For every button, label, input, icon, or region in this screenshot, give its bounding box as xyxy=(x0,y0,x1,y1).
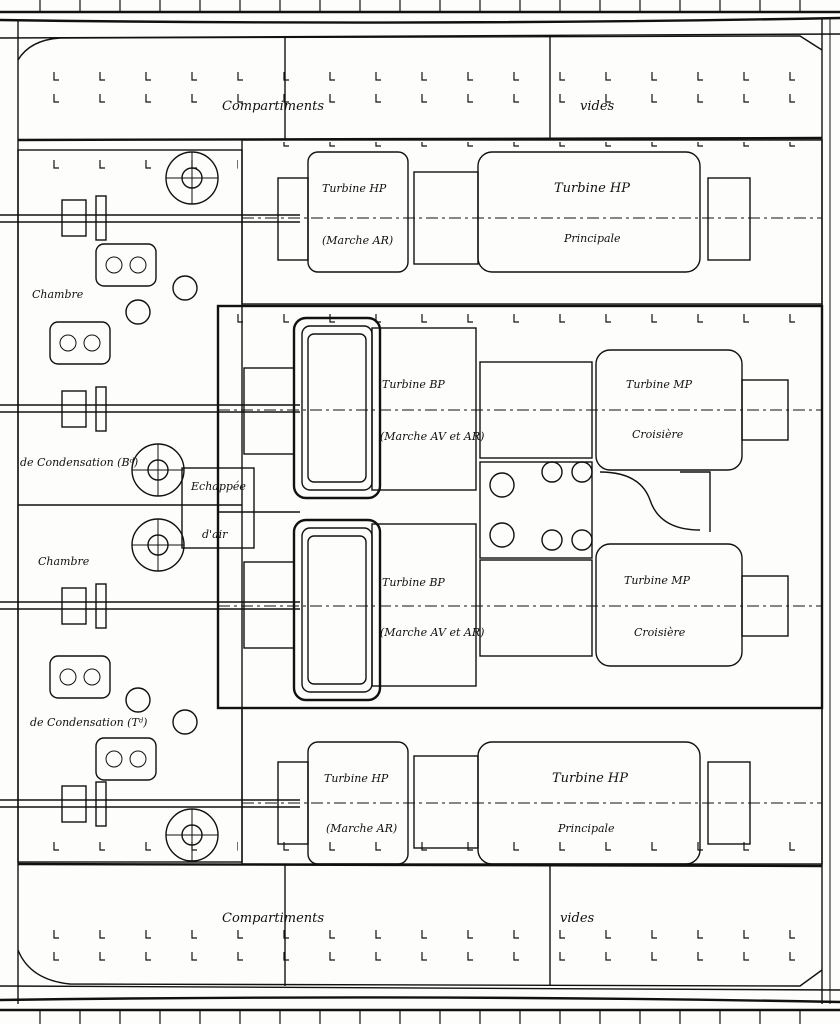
turbine-hp-main-bottom: Turbine HP Principale xyxy=(477,741,701,865)
void-top-label: vides xyxy=(580,99,615,114)
turbine-title: Turbine HP xyxy=(552,771,628,786)
turbine-subtitle: Principale xyxy=(557,822,615,835)
turbine-title: Turbine MP xyxy=(624,574,691,587)
void-compartments-bottom xyxy=(17,862,823,987)
void-compartments-top xyxy=(17,35,823,142)
propeller-shafts xyxy=(0,214,300,808)
turbine-bp-lower: Turbine BP (Marche AV et AR) xyxy=(371,523,484,687)
turbine-subtitle: Principale xyxy=(563,232,621,245)
turbine-mp-lower: Turbine MP Croisière xyxy=(595,543,743,667)
air-exhaust-label-2: d'air xyxy=(202,528,228,541)
turbine-hp-main-top: Turbine HP Principale xyxy=(477,151,701,273)
chamber-lower-label: Chambre xyxy=(38,555,90,568)
void-bottom-label: vides xyxy=(560,911,595,926)
condensation-upper-label: de Condensation (Bᵈ) xyxy=(20,456,138,469)
chamber-upper-label: Chambre xyxy=(32,288,84,301)
turbine-subtitle: (Marche AV et AR) xyxy=(380,626,484,639)
compartments-bottom-label: Compartiments xyxy=(222,911,324,926)
turbine-title: Turbine BP xyxy=(382,576,445,589)
turbine-subtitle: (Marche AR) xyxy=(326,822,397,835)
turbine-title: Turbine HP xyxy=(322,182,387,195)
central-turbine-room xyxy=(216,304,824,710)
condenser-chamber-block xyxy=(17,149,243,863)
air-pumps xyxy=(49,243,198,781)
turbine-subtitle: (Marche AR) xyxy=(322,234,393,247)
turbine-subtitle: Croisière xyxy=(632,428,684,441)
turbine-hp-reverse-top: Turbine HP (Marche AR) xyxy=(307,151,409,273)
turbine-title: Turbine BP xyxy=(382,378,445,391)
turbine-mp-upper: Turbine MP Croisière xyxy=(595,349,743,471)
turbine-subtitle: (Marche AV et AR) xyxy=(380,430,484,443)
condensation-lower-label: de Condensation (Tᵈ) xyxy=(30,716,147,729)
circulating-pumps xyxy=(131,151,219,862)
turbine-title: Turbine HP xyxy=(324,772,389,785)
shaft-couplings xyxy=(61,195,107,827)
bp-casings xyxy=(292,316,382,702)
hp-room-top xyxy=(241,139,823,305)
turbine-subtitle: Croisière xyxy=(634,626,686,639)
turbine-bp-upper: Turbine BP (Marche AV et AR) xyxy=(371,327,484,491)
turbine-title: Turbine HP xyxy=(554,181,630,196)
compartments-top-label: Compartiments xyxy=(222,99,324,114)
frame-ticks xyxy=(39,0,801,1024)
turbine-title: Turbine MP xyxy=(626,378,693,391)
hp-room-bottom xyxy=(241,707,823,865)
turbine-hp-reverse-bottom: Turbine HP (Marche AR) xyxy=(307,741,409,865)
